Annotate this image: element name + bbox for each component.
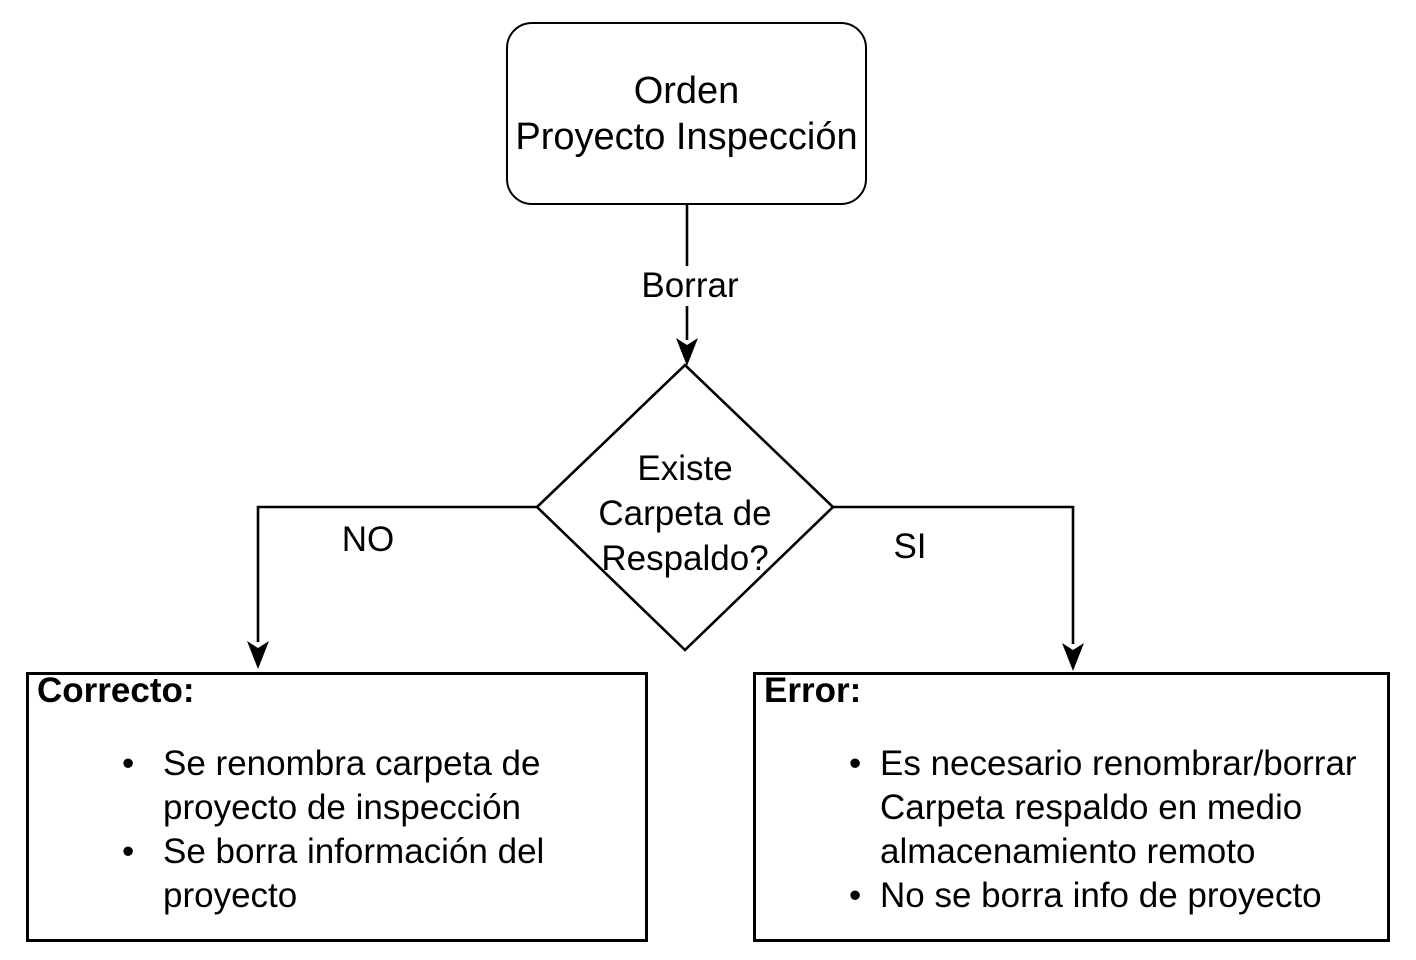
edge-no-branch (256, 505, 537, 642)
error-box: Error: Es necesario renombrar/borrar Car… (753, 672, 1390, 942)
list-item: No se borra info de proyecto (849, 874, 1387, 918)
list-item: Se renombra carpeta de proyecto de inspe… (122, 742, 645, 830)
decision-line3: Respaldo? (601, 539, 769, 578)
start-node-line1: Orden (633, 69, 740, 112)
decision-line1: Existe (637, 449, 733, 488)
error-box-title: Error: (764, 672, 862, 710)
error-bullet-list: Es necesario renombrar/borrar Carpeta re… (756, 742, 1387, 918)
decision-diamond-shape (535, 363, 835, 652)
correcto-box-title: Correcto: (37, 672, 195, 710)
arrowhead-si-icon (1062, 643, 1084, 671)
decision-node: Existe Carpeta de Respaldo? (537, 365, 833, 650)
decision-line2: Carpeta de (598, 494, 772, 533)
start-node-line2: Proyecto Inspección (515, 115, 858, 158)
arrowhead-no-icon (247, 641, 269, 669)
edge-label-borrar: Borrar (636, 266, 744, 306)
list-item: Se borra información del proyecto (122, 830, 645, 918)
arrowhead-down-icon (676, 338, 698, 366)
correcto-bullet-list: Se renombra carpeta de proyecto de inspe… (29, 742, 645, 918)
correcto-box: Correcto: Se renombra carpeta de proyect… (26, 672, 648, 942)
start-node: Orden Proyecto Inspección (506, 22, 867, 205)
edge-label-si: SI (888, 527, 932, 567)
edge-label-no: NO (336, 520, 400, 560)
list-item: Es necesario renombrar/borrar Carpeta re… (849, 742, 1387, 874)
edge-si-branch (833, 505, 1075, 644)
